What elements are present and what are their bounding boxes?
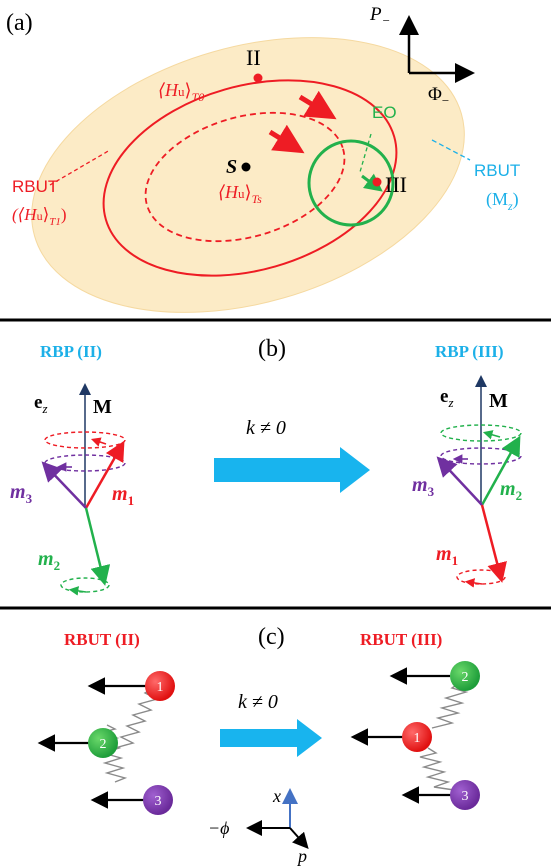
rbp-iii-title: RBP (III) [435,342,503,361]
ball-2-right-label: 2 [462,670,469,685]
rbut-right-line1: RBUT [474,161,520,180]
panel-b-label: (b) [258,336,286,362]
rbut-left-line1: RBUT [12,177,58,196]
ball-2-right [450,661,480,691]
rbut-left-line2: (⟨Hu⟩T1) [12,205,67,228]
hu-t0-label: ⟨Hu⟩T0 [158,80,204,104]
k-label-b: k ≠ 0 [246,417,286,439]
rbut-ii-chain: 1 2 3 [37,671,175,815]
axis-phi-label-c: −ϕ [208,818,229,838]
hu-t1-orbit [102,79,398,277]
rbp-ii-title: RBP (II) [40,342,102,361]
ball-3-right [450,780,480,810]
prec-green-right [482,430,501,440]
orbit-arrow-dashed [268,124,305,154]
m2-label-left: m2 [38,548,60,573]
eo-label: EO [372,103,397,122]
m1-arrow-left [84,440,125,509]
spring-13-right [419,747,455,791]
cone-m1-left [44,431,126,449]
spring-12-left [114,689,159,749]
panel-a: (a) EO II III S ⟨Hu⟩T0 ⟨Hu⟩Ts RBUT [6,4,520,313]
m3-label-right: m3 [412,474,435,499]
m1-arrow-right [480,504,507,583]
axes-c: x −ϕ p [208,786,309,866]
rbp-ii-diagram: ez M m3 m1 m2 [10,383,134,596]
m3-label-left: m3 [10,481,33,506]
panel-c: (c) RBUT (II) RBUT (III) 1 2 3 k ≠ 0 [37,624,480,866]
m3-arrow-right [436,456,483,506]
axis-phi-label: Φ− [428,84,449,108]
hu-ts-label: ⟨Hu⟩Ts [218,182,262,206]
rbut-iii-title: RBUT (III) [360,630,442,649]
axis-p-arrow-c [289,827,309,849]
transition-arrow-b [214,447,370,493]
ball-3-left-label: 3 [155,794,162,809]
svg-text:⟨Hu⟩T0: ⟨Hu⟩T0 [158,80,204,104]
prec-red-right [464,578,483,588]
rbut-iii-chain: 2 1 3 [350,661,480,810]
rbut-left-pointer [49,149,111,186]
ball-3-right-label: 3 [462,789,469,804]
ball-1-right-label: 1 [414,731,421,746]
cone-m1-right [456,569,506,585]
orbit-arrow-solid [298,90,337,120]
k-label-c: k ≠ 0 [238,691,278,713]
m2-arrow-left [84,507,111,586]
axis-p-label-c: p [296,846,307,866]
M-label-left: M [93,396,112,418]
rbp-iii-diagram: ez M m3 m2 m1 [412,375,522,588]
point-S-marker [241,162,251,172]
m2-label-right: m2 [500,478,522,503]
cone-m2-right [440,424,522,442]
prec-red-left [90,437,107,447]
m2-arrow-right [480,435,521,506]
ball-1-right [402,722,432,752]
ball-1-left-label: 1 [157,680,164,695]
m1-label-left: m1 [112,483,134,508]
ball-2-left-label: 2 [100,737,107,752]
ball-2-left [88,728,118,758]
M-label-right: M [489,390,508,412]
rbut-ii-title: RBUT (II) [64,630,140,649]
cone-m3-left [44,454,126,472]
cone-m2-left [60,577,110,593]
ez-label-left: ez [34,392,48,416]
hu-t0-orbit [144,111,346,243]
point-III-label: III [385,172,407,197]
point-II-label: II [246,45,261,70]
point-S-label: S [226,156,237,178]
rbut-right-line2: (Mz) [486,189,519,213]
svg-text:⟨Hu⟩Ts: ⟨Hu⟩Ts [218,182,262,206]
ball-1-left [145,671,175,701]
panel-a-label: (a) [6,10,33,36]
panel-b: (b) RBP (II) RBP (III) ez M m3 m1 m2 k ≠… [10,336,522,596]
point-II-marker [253,73,263,83]
m1-label-right: m1 [436,543,458,568]
m3-arrow-left [41,461,87,509]
ez-label-right: ez [440,386,454,410]
eo-circle [307,139,395,227]
rbut-mz-region [31,37,465,313]
point-III-marker [372,177,382,187]
axis-x-label-c: x [272,786,281,806]
cone-m3-right [440,447,522,465]
rbut-right-pointer [431,139,471,161]
transition-arrow-c [220,719,322,757]
spring-12-right [431,683,469,729]
ball-3-left [143,785,173,815]
prec-green-left [68,586,87,596]
axis-p-label: P− [369,4,390,28]
panel-c-label: (c) [258,624,285,650]
